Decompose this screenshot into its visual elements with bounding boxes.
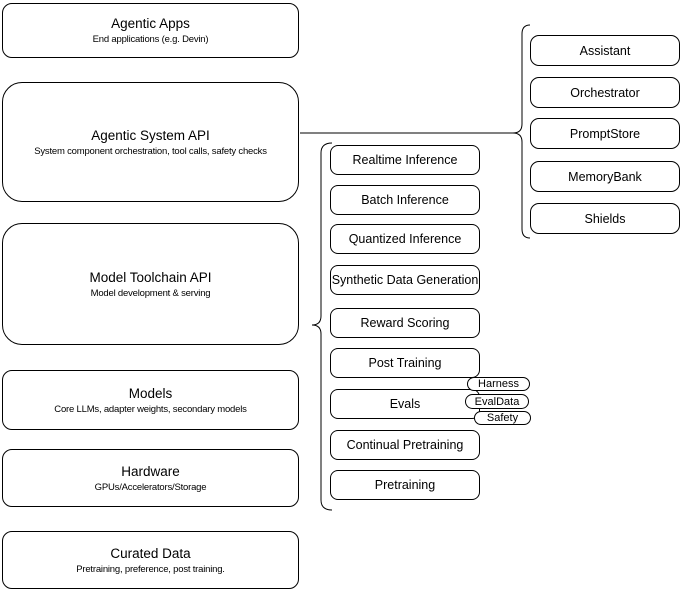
toolchain-item-continual-pretraining: Continual Pretraining bbox=[330, 430, 480, 460]
evals-tag-safety: Safety bbox=[474, 411, 531, 425]
layer-title: Agentic Apps bbox=[111, 16, 190, 31]
layer-title: Model Toolchain API bbox=[89, 269, 212, 285]
layer-subtitle: End applications (e.g. Devin) bbox=[92, 34, 209, 45]
components-bracket bbox=[512, 24, 531, 239]
toolchain-item-post-training: Post Training bbox=[330, 348, 480, 378]
toolchain-item-batch-inference: Batch Inference bbox=[330, 185, 480, 215]
layer-curated-data: Curated Data Pretraining, preference, po… bbox=[2, 531, 299, 589]
layer-agentic-system-api: Agentic System API System component orch… bbox=[2, 82, 299, 202]
toolchain-item-reward-scoring: Reward Scoring bbox=[330, 308, 480, 338]
layer-models: Models Core LLMs, adapter weights, secon… bbox=[2, 370, 299, 430]
component-assistant: Assistant bbox=[530, 35, 680, 66]
toolchain-item-synthetic-data-generation: Synthetic Data Generation bbox=[330, 265, 480, 295]
component-memorybank: MemoryBank bbox=[530, 161, 680, 192]
toolchain-item-evals: Evals bbox=[330, 389, 480, 419]
layer-title: Agentic System API bbox=[91, 127, 210, 143]
layer-hardware: Hardware GPUs/Accelerators/Storage bbox=[2, 449, 299, 507]
layer-subtitle: System component orchestration, tool cal… bbox=[34, 145, 267, 157]
evals-tag-harness: Harness bbox=[467, 377, 530, 391]
layer-agentic-apps: Agentic Apps End applications (e.g. Devi… bbox=[2, 3, 299, 58]
component-shields: Shields bbox=[530, 203, 680, 234]
toolchain-bracket bbox=[311, 142, 333, 511]
layer-subtitle: GPUs/Accelerators/Storage bbox=[94, 481, 207, 493]
component-promptstore: PromptStore bbox=[530, 118, 680, 149]
toolchain-item-pretraining: Pretraining bbox=[330, 470, 480, 500]
toolchain-item-realtime-inference: Realtime Inference bbox=[330, 145, 480, 175]
layer-title: Models bbox=[128, 385, 173, 401]
layer-subtitle: Core LLMs, adapter weights, secondary mo… bbox=[54, 403, 247, 415]
layer-subtitle: Model development & serving bbox=[90, 287, 211, 299]
layer-title: Hardware bbox=[121, 463, 180, 479]
layer-subtitle: Pretraining, preference, post training. bbox=[76, 563, 225, 575]
component-orchestrator: Orchestrator bbox=[530, 77, 680, 108]
evals-tag-evaldata: EvalData bbox=[465, 394, 529, 409]
layer-title: Curated Data bbox=[110, 545, 191, 561]
layer-model-toolchain-api: Model Toolchain API Model development & … bbox=[2, 223, 299, 345]
toolchain-item-quantized-inference: Quantized Inference bbox=[330, 224, 480, 254]
